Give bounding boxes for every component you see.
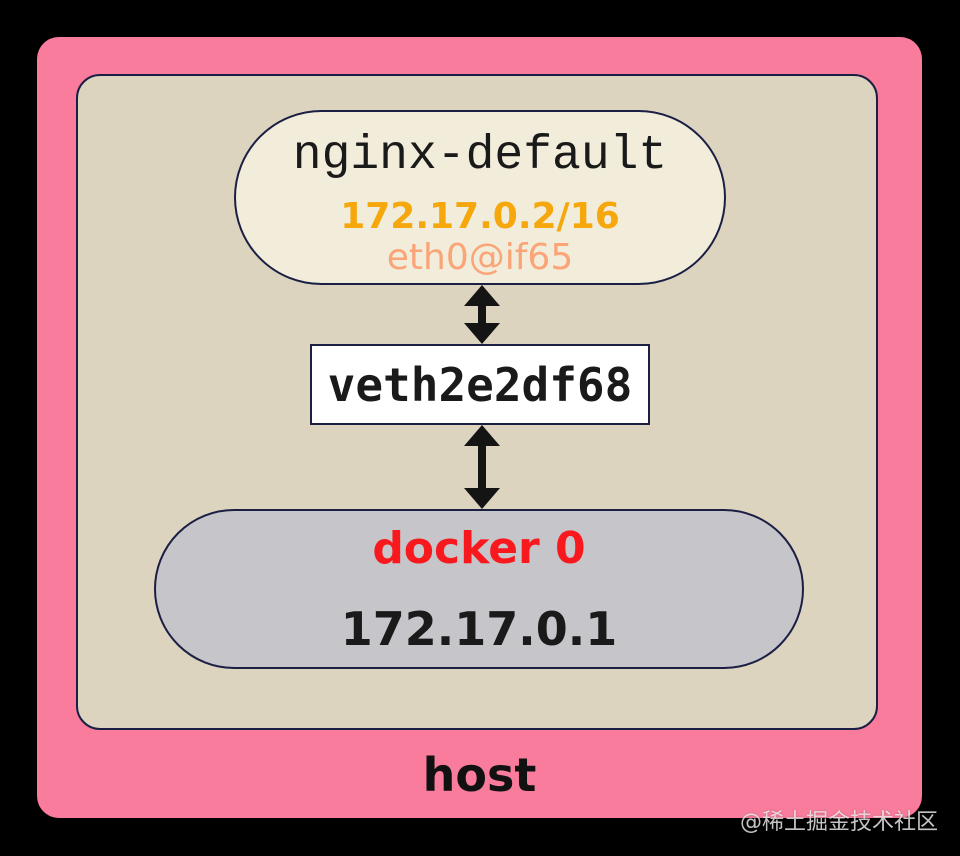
docker0-bridge-node: docker 0 172.17.0.1 bbox=[154, 509, 804, 669]
veth-name-label: veth2e2df68 bbox=[327, 357, 633, 412]
bidirectional-arrow-icon bbox=[464, 285, 500, 344]
host-network-namespace: nginx-default 172.17.0.2/16 eth0@if65 ve… bbox=[76, 74, 878, 730]
container-name-label: nginx-default bbox=[292, 129, 668, 183]
host-boundary: nginx-default 172.17.0.2/16 eth0@if65 ve… bbox=[37, 37, 922, 818]
watermark: @稀土掘金技术社区 bbox=[739, 810, 938, 835]
bridge-ip-label: 172.17.0.1 bbox=[340, 602, 618, 656]
nginx-container-node: nginx-default 172.17.0.2/16 eth0@if65 bbox=[234, 110, 726, 285]
bidirectional-arrow-icon bbox=[464, 425, 500, 509]
veth-node: veth2e2df68 bbox=[310, 344, 650, 425]
host-label: host bbox=[422, 748, 537, 802]
container-ip-label: 172.17.0.2/16 bbox=[340, 196, 620, 237]
bridge-name-label: docker 0 bbox=[372, 523, 586, 574]
container-interface-label: eth0@if65 bbox=[386, 237, 574, 278]
